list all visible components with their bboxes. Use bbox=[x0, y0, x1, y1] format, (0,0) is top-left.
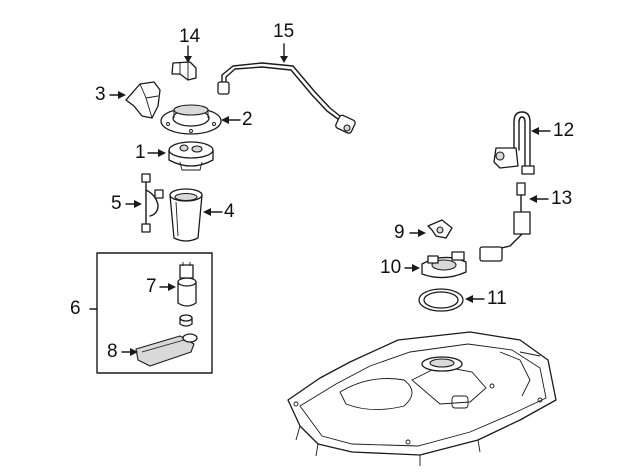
leader-13 bbox=[529, 195, 549, 203]
part-8-strainer bbox=[135, 333, 198, 367]
part-14-clip bbox=[171, 61, 197, 81]
callout-8: 8 bbox=[107, 341, 118, 362]
part-13-sender-unit bbox=[479, 182, 531, 262]
leader-14 bbox=[184, 45, 192, 63]
callout-9: 9 bbox=[394, 222, 405, 243]
part-7-fuel-pump bbox=[177, 262, 197, 327]
callout-2: 2 bbox=[242, 109, 253, 130]
leader-7 bbox=[159, 283, 176, 291]
part-2-retainer-ring bbox=[160, 104, 222, 135]
fuel-tank bbox=[287, 331, 557, 466]
callout-3: 3 bbox=[95, 84, 106, 105]
group-box-6 bbox=[89, 252, 213, 374]
part-5-wire-harness bbox=[141, 173, 164, 233]
leader-5 bbox=[125, 200, 142, 208]
callout-12: 12 bbox=[553, 120, 575, 141]
leader-9 bbox=[409, 229, 426, 237]
part-3-bracket bbox=[125, 81, 161, 119]
leader-8 bbox=[121, 348, 138, 356]
leader-3 bbox=[109, 91, 126, 99]
callout-15: 15 bbox=[273, 21, 295, 42]
callout-10: 10 bbox=[380, 257, 402, 278]
callout-13: 13 bbox=[551, 188, 573, 209]
callout-6: 6 bbox=[70, 298, 81, 319]
part-10-lock-ring bbox=[421, 251, 467, 279]
callout-11: 11 bbox=[487, 288, 507, 309]
leader-10 bbox=[404, 264, 420, 272]
leader-11 bbox=[465, 295, 485, 303]
leader-1 bbox=[147, 149, 166, 157]
leader-4 bbox=[203, 208, 223, 216]
part-12-vent-hose bbox=[493, 111, 535, 175]
part-15-fuel-line bbox=[217, 62, 356, 134]
callout-1: 1 bbox=[135, 142, 146, 163]
callout-7: 7 bbox=[146, 276, 157, 297]
callout-4: 4 bbox=[224, 201, 235, 222]
part-4-pump-housing bbox=[169, 188, 203, 242]
leader-15 bbox=[280, 43, 288, 63]
part-11-gasket bbox=[418, 288, 464, 312]
part-1-pump-cap bbox=[168, 141, 214, 171]
callout-14: 14 bbox=[179, 26, 201, 47]
leader-2 bbox=[221, 116, 241, 124]
leader-12 bbox=[531, 127, 551, 135]
part-9-clip bbox=[427, 219, 453, 239]
callout-5: 5 bbox=[111, 193, 122, 214]
